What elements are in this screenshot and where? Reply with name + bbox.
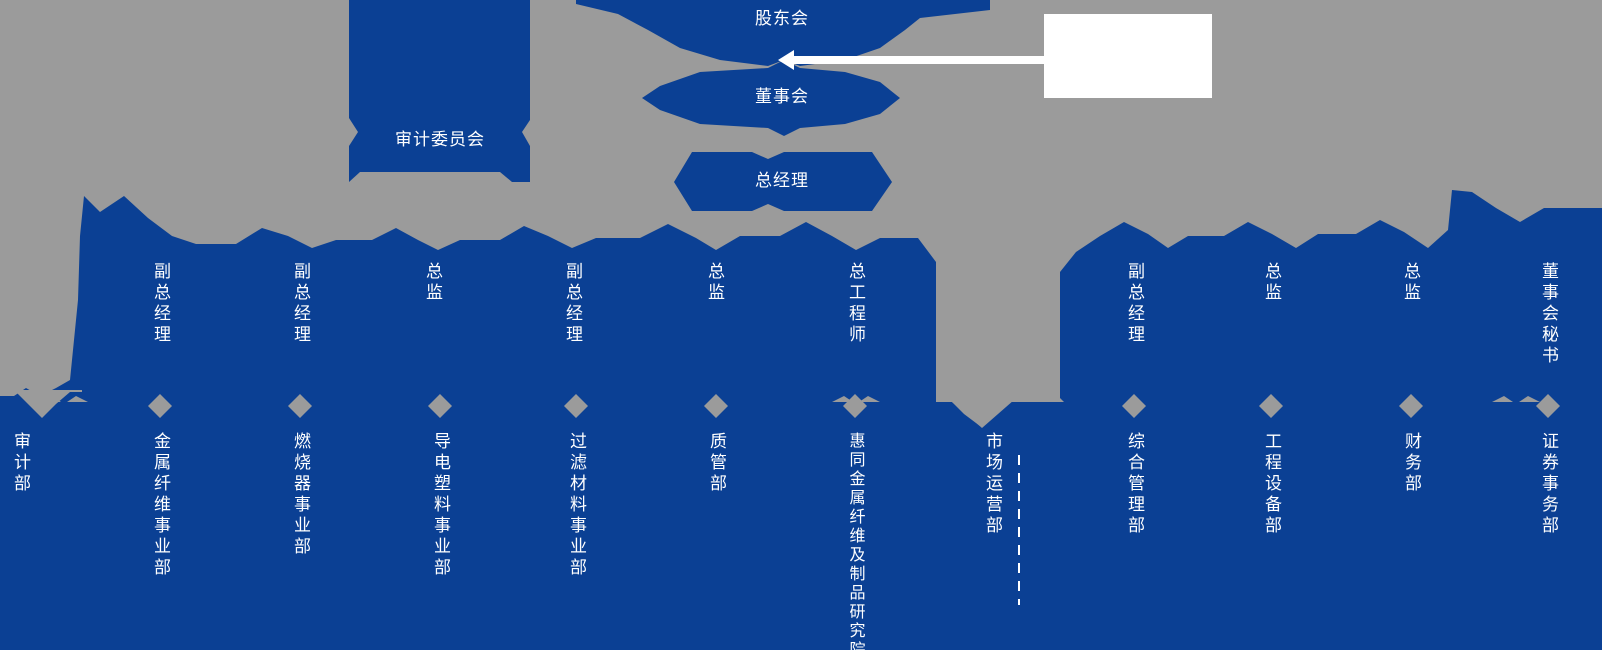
- executive-band-right: [1060, 190, 1602, 404]
- exec-label-4[interactable]: 副总经理: [562, 262, 583, 346]
- band-notch-wedge-left: [0, 390, 82, 418]
- dept-label-burner[interactable]: 燃烧器事业部: [290, 432, 311, 558]
- diamond-marker-icon: [704, 394, 728, 418]
- diamond-marker-icon: [1536, 394, 1560, 418]
- node-label-board[interactable]: 董事会: [755, 86, 809, 107]
- diamond-marker-icon: [288, 394, 312, 418]
- dept-label-quality[interactable]: 质管部: [706, 432, 727, 495]
- node-label-shareholders[interactable]: 股东会: [755, 8, 809, 29]
- executive-band-left: [0, 196, 936, 404]
- dept-label-finance[interactable]: 财务部: [1401, 432, 1422, 495]
- callout-box[interactable]: [1044, 14, 1212, 98]
- diamond-marker-icon: [148, 394, 172, 418]
- dept-label-market[interactable]: 市场运营部: [982, 432, 1003, 537]
- exec-label-9[interactable]: 总监: [1400, 262, 1421, 304]
- exec-label-2[interactable]: 副总经理: [290, 262, 311, 346]
- general-manager-shape[interactable]: [674, 152, 892, 211]
- exec-label-5[interactable]: 总监: [704, 262, 725, 304]
- exec-label-8[interactable]: 总监: [1261, 262, 1282, 304]
- diamond-marker-icon: [428, 394, 452, 418]
- diamond-marker-icon: [1122, 394, 1146, 418]
- shareholders-shape[interactable]: [576, 0, 990, 66]
- department-band: [0, 402, 1602, 650]
- band-notch-wedge: [936, 380, 1060, 428]
- exec-label-7[interactable]: 副总经理: [1124, 262, 1145, 346]
- dept-label-plastic[interactable]: 导电塑料事业部: [430, 432, 451, 579]
- node-label-audit-committee[interactable]: 审计委员会: [395, 129, 485, 150]
- dept-label-audit[interactable]: 审计部: [10, 432, 31, 495]
- exec-label-3[interactable]: 总监: [422, 262, 443, 304]
- exec-label-10[interactable]: 董事会秘书: [1538, 262, 1559, 367]
- diamond-marker-icon: [564, 394, 588, 418]
- diamond-marker-icon: [1259, 394, 1283, 418]
- node-label-general-manager[interactable]: 总经理: [755, 170, 809, 191]
- callout-arrow-line: [778, 50, 1044, 70]
- board-shape[interactable]: [642, 60, 900, 136]
- audit-committee-shape[interactable]: [349, 0, 530, 182]
- dept-label-admin[interactable]: 综合管理部: [1124, 432, 1145, 537]
- exec-label-6[interactable]: 总工程师: [845, 262, 866, 346]
- exec-label-1[interactable]: 副总经理: [150, 262, 171, 346]
- diamond-marker-icon: [843, 394, 867, 418]
- dept-label-securities[interactable]: 证券事务部: [1538, 432, 1559, 537]
- dept-label-institute[interactable]: 惠同金属纤维及制品研究院: [846, 432, 866, 650]
- dept-label-equipment[interactable]: 工程设备部: [1261, 432, 1282, 537]
- dept-label-metalfiber[interactable]: 金属纤维事业部: [150, 432, 171, 579]
- department-markers: [148, 394, 1560, 418]
- dept-label-filter[interactable]: 过滤材料事业部: [566, 432, 587, 579]
- diamond-marker-icon: [1399, 394, 1423, 418]
